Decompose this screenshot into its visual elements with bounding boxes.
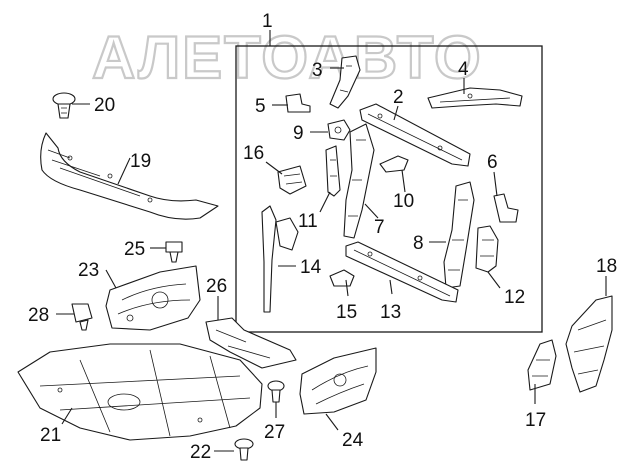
- part-2-upper-support: [359, 103, 471, 167]
- callout-18: 18: [596, 256, 617, 277]
- part-7-side-member: [343, 123, 375, 239]
- callout-25: 25: [124, 239, 145, 260]
- callout-6: 6: [487, 152, 498, 173]
- part-8-side-member: [443, 181, 475, 289]
- callout-labels: 1 2 3 4 5 6 7 8 9 10 11 12 13 14 15 16 1…: [28, 11, 617, 463]
- part-6-bracket: [493, 193, 519, 223]
- callout-22: 22: [190, 442, 211, 463]
- callout-11: 11: [298, 211, 318, 232]
- part-17-bracket: [527, 339, 557, 391]
- callout-24: 24: [342, 430, 364, 451]
- callout-21: 21: [40, 425, 61, 446]
- part-13-lower-support: [345, 241, 459, 303]
- part-19-upper-cover: [40, 132, 219, 220]
- part-12-side-panel: [475, 225, 499, 273]
- callout-3: 3: [312, 60, 323, 81]
- callout-8: 8: [413, 233, 424, 254]
- callout-27: 27: [264, 422, 285, 443]
- callout-1: 1: [262, 11, 273, 32]
- callout-9: 9: [293, 123, 304, 144]
- callout-12: 12: [504, 287, 525, 308]
- callout-23: 23: [78, 260, 99, 281]
- callout-4: 4: [458, 59, 469, 80]
- part-11-bracket: [325, 145, 341, 197]
- part-16-bracket: [277, 165, 307, 195]
- part-28-fastener: [71, 303, 93, 331]
- callout-15: 15: [336, 302, 357, 323]
- part-18-side-shield: [565, 295, 613, 393]
- callout-28: 28: [28, 305, 49, 326]
- part-21-under-cover: [17, 343, 263, 441]
- callout-17: 17: [525, 410, 546, 431]
- callout-20: 20: [94, 95, 115, 116]
- callout-26: 26: [206, 276, 227, 297]
- part-5-small-bracket: [285, 93, 311, 113]
- callout-14: 14: [300, 257, 322, 278]
- callout-2: 2: [393, 87, 404, 108]
- part-9-small-bracket: [327, 119, 351, 141]
- callout-7: 7: [374, 217, 385, 238]
- part-14-seal: [261, 205, 299, 313]
- assembly-frame: [235, 45, 543, 333]
- part-20-clip: [52, 92, 76, 119]
- part-27-clip: [267, 380, 285, 403]
- callout-13: 13: [380, 302, 401, 323]
- callout-19: 19: [130, 151, 151, 172]
- callout-5: 5: [255, 96, 266, 117]
- part-24-side-shield: [299, 347, 377, 415]
- callout-16: 16: [243, 143, 264, 164]
- part-26-lower-shield: [205, 317, 297, 369]
- part-23-splash-shield: [105, 265, 201, 331]
- part-22-clip: [234, 438, 254, 461]
- part-4-bracket: [427, 87, 523, 109]
- part-15-bracket: [329, 269, 355, 287]
- part-10-bracket: [379, 155, 409, 173]
- part-25-clip: [165, 241, 183, 263]
- callout-10: 10: [393, 191, 414, 212]
- part-3-bracket: [329, 55, 361, 109]
- watermark-text: АЛЕТОАВТО: [92, 24, 483, 91]
- leader-lines: [56, 30, 607, 452]
